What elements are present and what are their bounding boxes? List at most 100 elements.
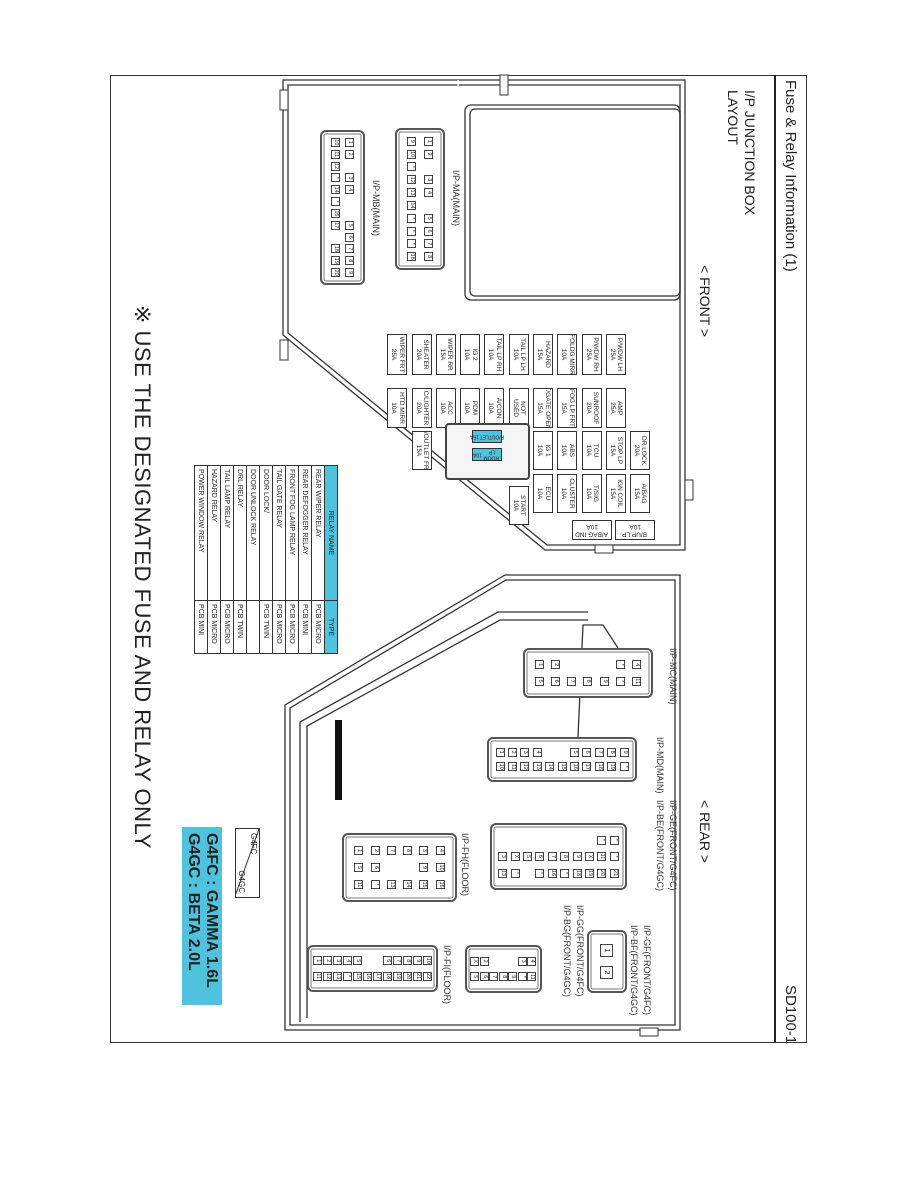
- fuse-name: IG 1: [543, 444, 551, 457]
- connector-pin: 20: [403, 971, 412, 981]
- connector-pin: 10: [330, 137, 340, 147]
- fuse-name: SUNROOF: [592, 391, 600, 425]
- fuse-rating: 10A: [438, 402, 446, 414]
- fuse-rating: 25A: [390, 348, 398, 361]
- fuse-name: START: [519, 495, 527, 516]
- pin-slot-empty: [573, 836, 582, 845]
- connector-pin: *: [615, 660, 625, 670]
- legend-bottom: G4GC: [237, 870, 246, 893]
- connector-pin: 8: [403, 846, 413, 855]
- fuse-rating: 10A: [560, 444, 568, 457]
- warning-note: ※ USE THE DESIGNATED FUSE AND RELAY ONLY: [130, 305, 155, 849]
- fuse-name: P/OUTLET FRT: [422, 431, 430, 470]
- relay-type: [246, 600, 260, 654]
- fuse-rating: 10A: [560, 348, 568, 361]
- fuse-name: FOLDG MIRR: [567, 334, 575, 375]
- connector-pin: 16: [330, 208, 340, 218]
- clip-tab: [639, 1027, 659, 1037]
- pin-slot-empty: [548, 836, 557, 845]
- fuse-name: IG 2: [470, 348, 478, 361]
- fuse-rating: 15A: [633, 487, 640, 500]
- legend-top: G4FC: [249, 833, 258, 855]
- connector-label: I/P-MB(MAIN): [371, 180, 381, 236]
- pin-slot-empty: [345, 197, 354, 206]
- connector-label: I/P-MD(MAIN): [655, 737, 665, 794]
- connector-pin: *: [370, 880, 380, 889]
- connector-label: I/P-BE(FRONT/G4GC): [655, 800, 665, 892]
- connector-pin: *: [343, 971, 352, 981]
- rear-bar: [335, 720, 342, 800]
- connector-pin: 2: [480, 956, 489, 966]
- connector-pin: *: [407, 162, 417, 172]
- connector-pin: 9: [572, 852, 582, 861]
- pin-slot-empty: [363, 956, 372, 965]
- fuse-name: CLUSTER: [567, 478, 575, 509]
- connector-pin: 6: [582, 747, 592, 757]
- connector-pin: 4: [435, 846, 445, 855]
- connector-pin: 6: [480, 972, 489, 982]
- pin-slot-empty: [490, 957, 499, 966]
- connector-pin: 8: [345, 256, 355, 266]
- connector-pin: 5: [569, 747, 579, 757]
- fuse-rating: 15A: [536, 348, 544, 361]
- fuse-name: P/WDW RH: [592, 337, 600, 372]
- connector-pin: 8: [423, 252, 433, 262]
- pin-slot-empty: [535, 836, 544, 845]
- fuse-rating: 10A: [511, 348, 519, 361]
- connector-pin: *: [597, 835, 607, 845]
- connector-pin: 2: [323, 956, 332, 966]
- connector-pin: *: [330, 197, 340, 207]
- connector-pin: 10: [407, 149, 417, 159]
- relay-type: PCB TWIN: [233, 600, 247, 654]
- fuse-name: A/BAG: [640, 483, 648, 504]
- mini-relay-name: P/OUTLET: [479, 433, 504, 440]
- relay-type: PCB TWIN: [259, 600, 273, 654]
- fuse-rating: 10A: [463, 348, 471, 361]
- fuse-rating: 15A: [609, 444, 616, 457]
- relay-type: PCB MICRO: [285, 600, 299, 654]
- pin-slot-empty: [523, 836, 532, 845]
- fuse-rating: 10A: [584, 487, 592, 500]
- connector-pin: 2: [551, 660, 561, 670]
- connector-pin: 9: [508, 972, 518, 982]
- mini-relay: ROOM LP 10A: [472, 448, 502, 461]
- mini-relay-name: ROOM LP: [483, 448, 500, 461]
- connector-pin: 19: [584, 868, 594, 878]
- connector-pin: 1: [354, 846, 364, 855]
- fuse-name: ACC: [446, 401, 454, 415]
- fuse-rating: 15A: [438, 348, 446, 361]
- connector-pin: 2: [600, 966, 614, 979]
- connector-pin: 9: [619, 747, 629, 757]
- connector-pin: *: [407, 239, 417, 249]
- connector-pin: 8: [607, 747, 617, 757]
- connector-pin: 9: [599, 676, 609, 686]
- connector-pin: 4: [343, 956, 352, 966]
- rear-inner-line: [299, 611, 588, 1022]
- connector-pin: 12: [407, 175, 417, 185]
- pin-slot-empty: [345, 162, 354, 171]
- connector-pin: 5: [470, 972, 480, 982]
- pin-slot-empty: [509, 957, 518, 966]
- connector-pin: 1: [313, 956, 322, 966]
- connector-pin: 13: [333, 971, 342, 981]
- fuse-rating: 20A: [414, 348, 422, 361]
- connector-pin: 7: [423, 239, 433, 249]
- connector-pin: 19: [330, 256, 340, 266]
- relay-name: HAZARD RELAY: [207, 465, 221, 601]
- connector-pin: 17: [582, 762, 592, 772]
- connector-pin: 6: [423, 226, 433, 236]
- pin-slot-empty: [424, 162, 433, 171]
- connector-pin: 2: [507, 747, 517, 757]
- connector-pin: 13: [532, 762, 542, 772]
- connector-pin: *: [535, 868, 545, 878]
- fuse-name: TCU: [592, 443, 600, 458]
- connector-pin: *: [560, 868, 570, 878]
- connector-pin: 1: [423, 136, 433, 146]
